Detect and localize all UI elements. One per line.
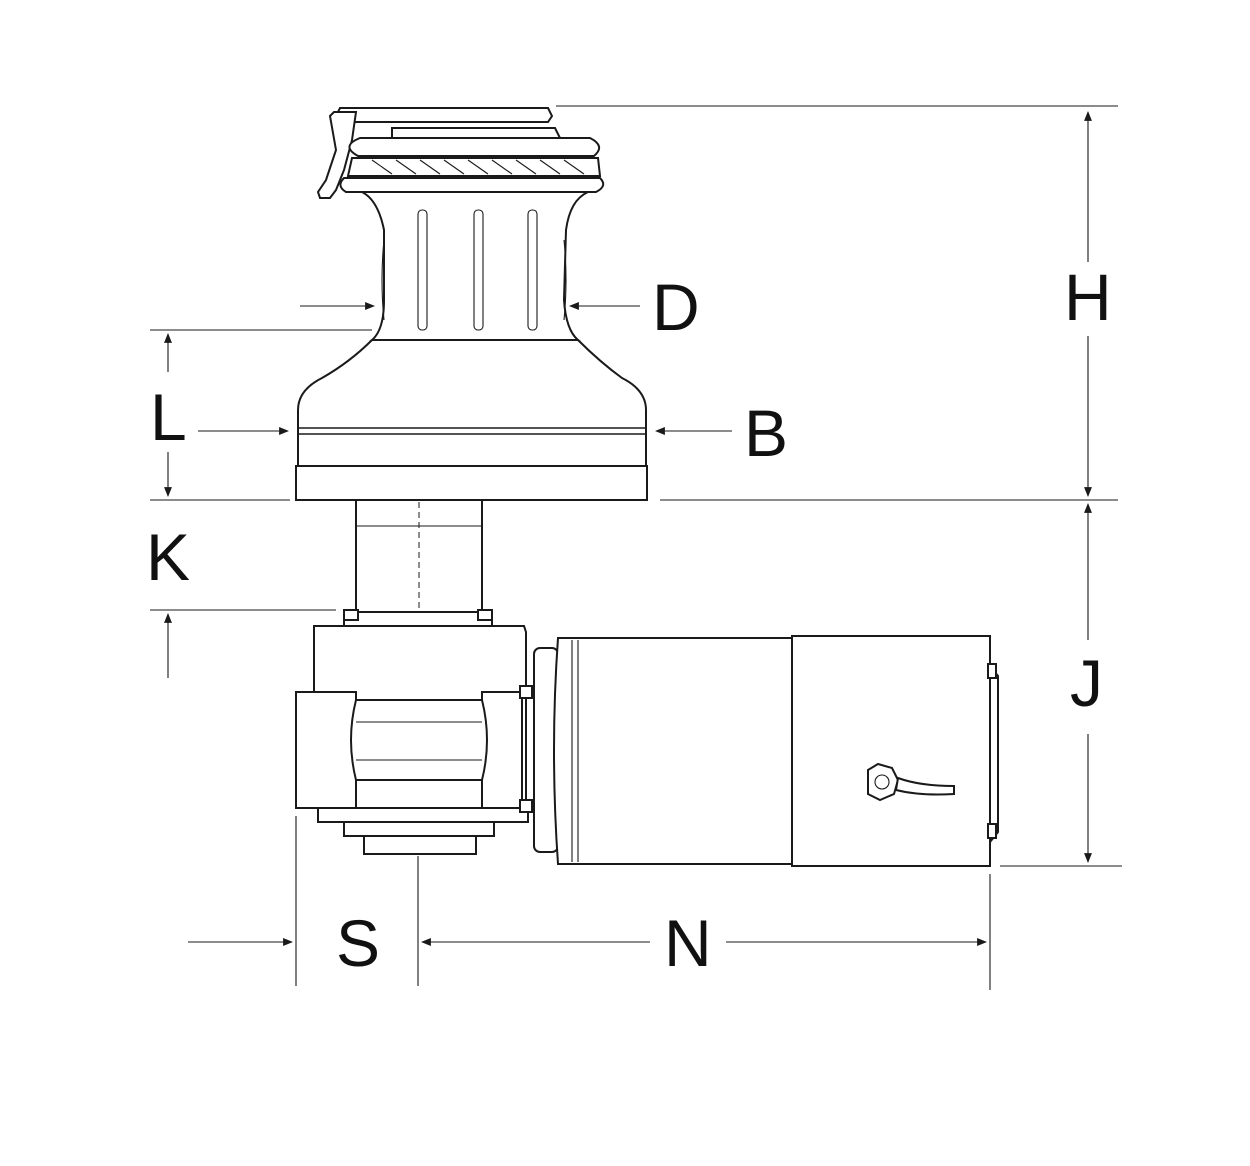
- winch-drum: [361, 191, 589, 341]
- dim-label-d: D: [652, 270, 700, 344]
- dim-label-j: J: [1070, 646, 1103, 720]
- electric-motor: [533, 635, 999, 867]
- dim-label-n: N: [664, 906, 712, 980]
- winch-base: [295, 339, 648, 501]
- dim-label-k: K: [146, 520, 190, 594]
- gearbox: [295, 625, 533, 855]
- dim-label-s: S: [336, 906, 380, 980]
- shaft: [343, 499, 493, 627]
- self-tailer-top: [316, 107, 605, 199]
- dim-label-l: L: [150, 380, 187, 454]
- dim-label-b: B: [744, 396, 788, 470]
- self-tailer-arm: [316, 111, 358, 199]
- cable-gland: [867, 762, 955, 802]
- dim-label-h: H: [1064, 260, 1112, 334]
- dimension-lines: [150, 105, 1122, 990]
